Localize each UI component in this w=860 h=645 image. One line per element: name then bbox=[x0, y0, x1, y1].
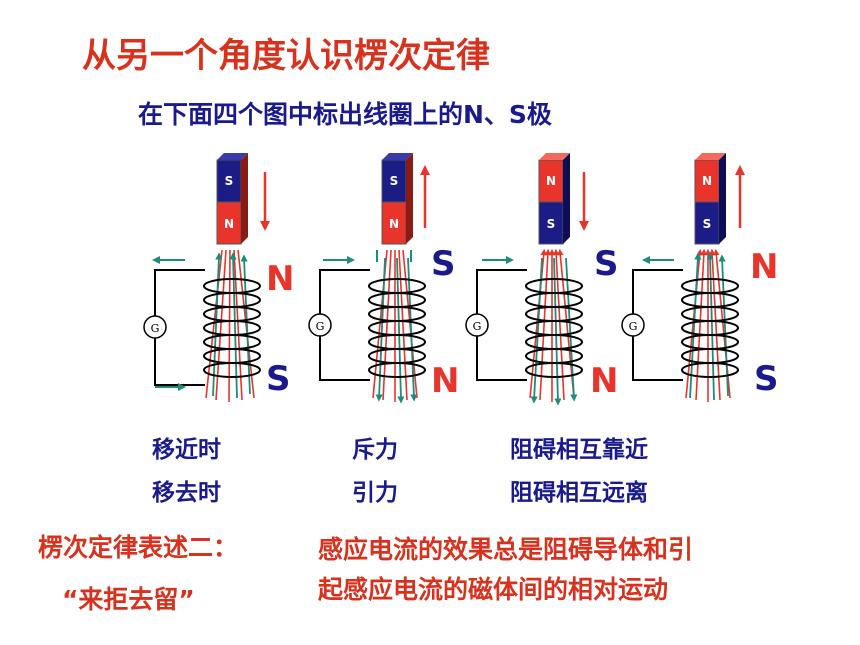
label-attract: 引力 bbox=[352, 480, 398, 506]
label-repel: 斥力 bbox=[352, 437, 398, 463]
coil-bottom-pole: S bbox=[754, 359, 779, 399]
panel-1: G S N N S bbox=[143, 153, 294, 403]
coil-bottom-pole: N bbox=[431, 361, 459, 401]
magnet-top-pole: N bbox=[546, 174, 556, 188]
coil-bottom-pole: S bbox=[266, 359, 291, 399]
galvanometer-label: G bbox=[316, 320, 325, 333]
magnet-top-pole: S bbox=[390, 174, 399, 188]
law-statement-title: 楞次定律表述二： bbox=[38, 533, 239, 562]
coil-bottom-pole: N bbox=[590, 361, 618, 401]
panel-3: G N S S N bbox=[465, 153, 619, 406]
coil-top-pole: N bbox=[266, 259, 294, 299]
magnet-bottom-pole: N bbox=[389, 217, 399, 231]
magnet-bottom-pole: S bbox=[703, 217, 712, 231]
galvanometer-label: G bbox=[629, 320, 638, 333]
page-title: 从另一个角度认识楞次定律 bbox=[82, 36, 490, 76]
galvanometer-label: G bbox=[151, 322, 160, 335]
coil-top-pole: S bbox=[431, 244, 456, 284]
coil-top-pole: S bbox=[594, 244, 619, 284]
magnet-top-pole: N bbox=[702, 174, 712, 188]
magnet-top-pole: S bbox=[225, 174, 234, 188]
coil-magnet-diagrams: G S N N S bbox=[143, 153, 779, 406]
galvanometer-label: G bbox=[473, 320, 482, 333]
panel-2: G S N S N bbox=[308, 153, 459, 404]
label-hinder-leave: 阻碍相互远离 bbox=[510, 480, 648, 506]
law-motto: “来拒去留” bbox=[62, 585, 195, 614]
instruction-subtitle: 在下面四个图中标出线圈上的N、S极 bbox=[138, 100, 552, 129]
label-approach: 移近时 bbox=[152, 437, 221, 463]
law-text-line-2: 起感应电流的磁体间的相对运动 bbox=[318, 575, 669, 604]
law-text-line-1: 感应电流的效果总是阻碍导体和引 bbox=[318, 535, 694, 564]
label-hinder-approach: 阻碍相互靠近 bbox=[510, 437, 648, 463]
magnet-bottom-pole: S bbox=[547, 217, 556, 231]
panel-4: G N S N S bbox=[621, 153, 779, 402]
label-leave: 移去时 bbox=[152, 480, 221, 506]
magnet-bottom-pole: N bbox=[224, 217, 234, 231]
coil-top-pole: N bbox=[750, 247, 778, 287]
